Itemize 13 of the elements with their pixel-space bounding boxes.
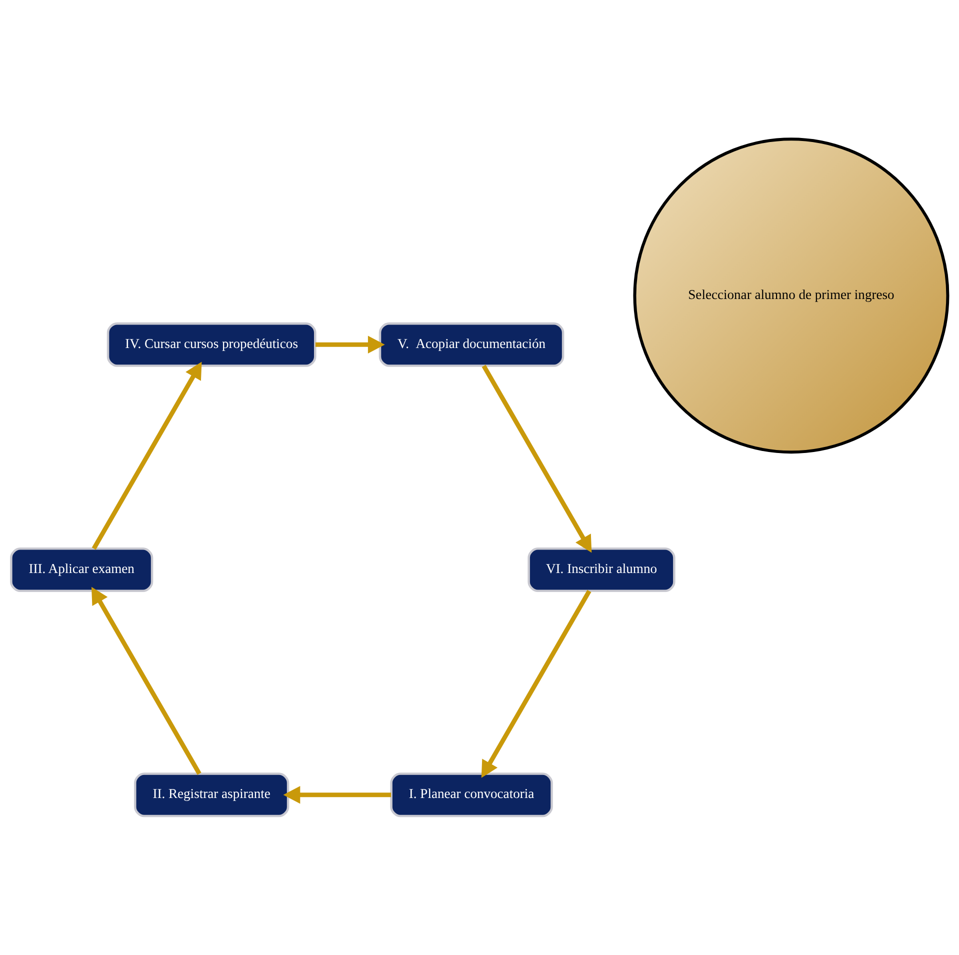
arrow bbox=[283, 786, 392, 804]
arrow bbox=[92, 362, 202, 550]
node-box: II. Registrar aspirante bbox=[134, 772, 290, 818]
node-box: III. Aplicar examen bbox=[10, 548, 154, 592]
node-box: I. Planear convocatoria bbox=[390, 772, 553, 818]
arrow bbox=[482, 364, 592, 553]
node-box: V. Acopiar documentación bbox=[378, 322, 564, 367]
node-box: IV. Cursar cursos propedéuticos bbox=[106, 322, 316, 367]
node-box: VI. Inscribir alumno bbox=[528, 548, 676, 592]
arrow bbox=[315, 336, 385, 354]
arrow bbox=[481, 590, 592, 778]
arrow bbox=[91, 586, 202, 775]
node-circle: Seleccionar alumno de primer ingreso bbox=[633, 138, 950, 454]
